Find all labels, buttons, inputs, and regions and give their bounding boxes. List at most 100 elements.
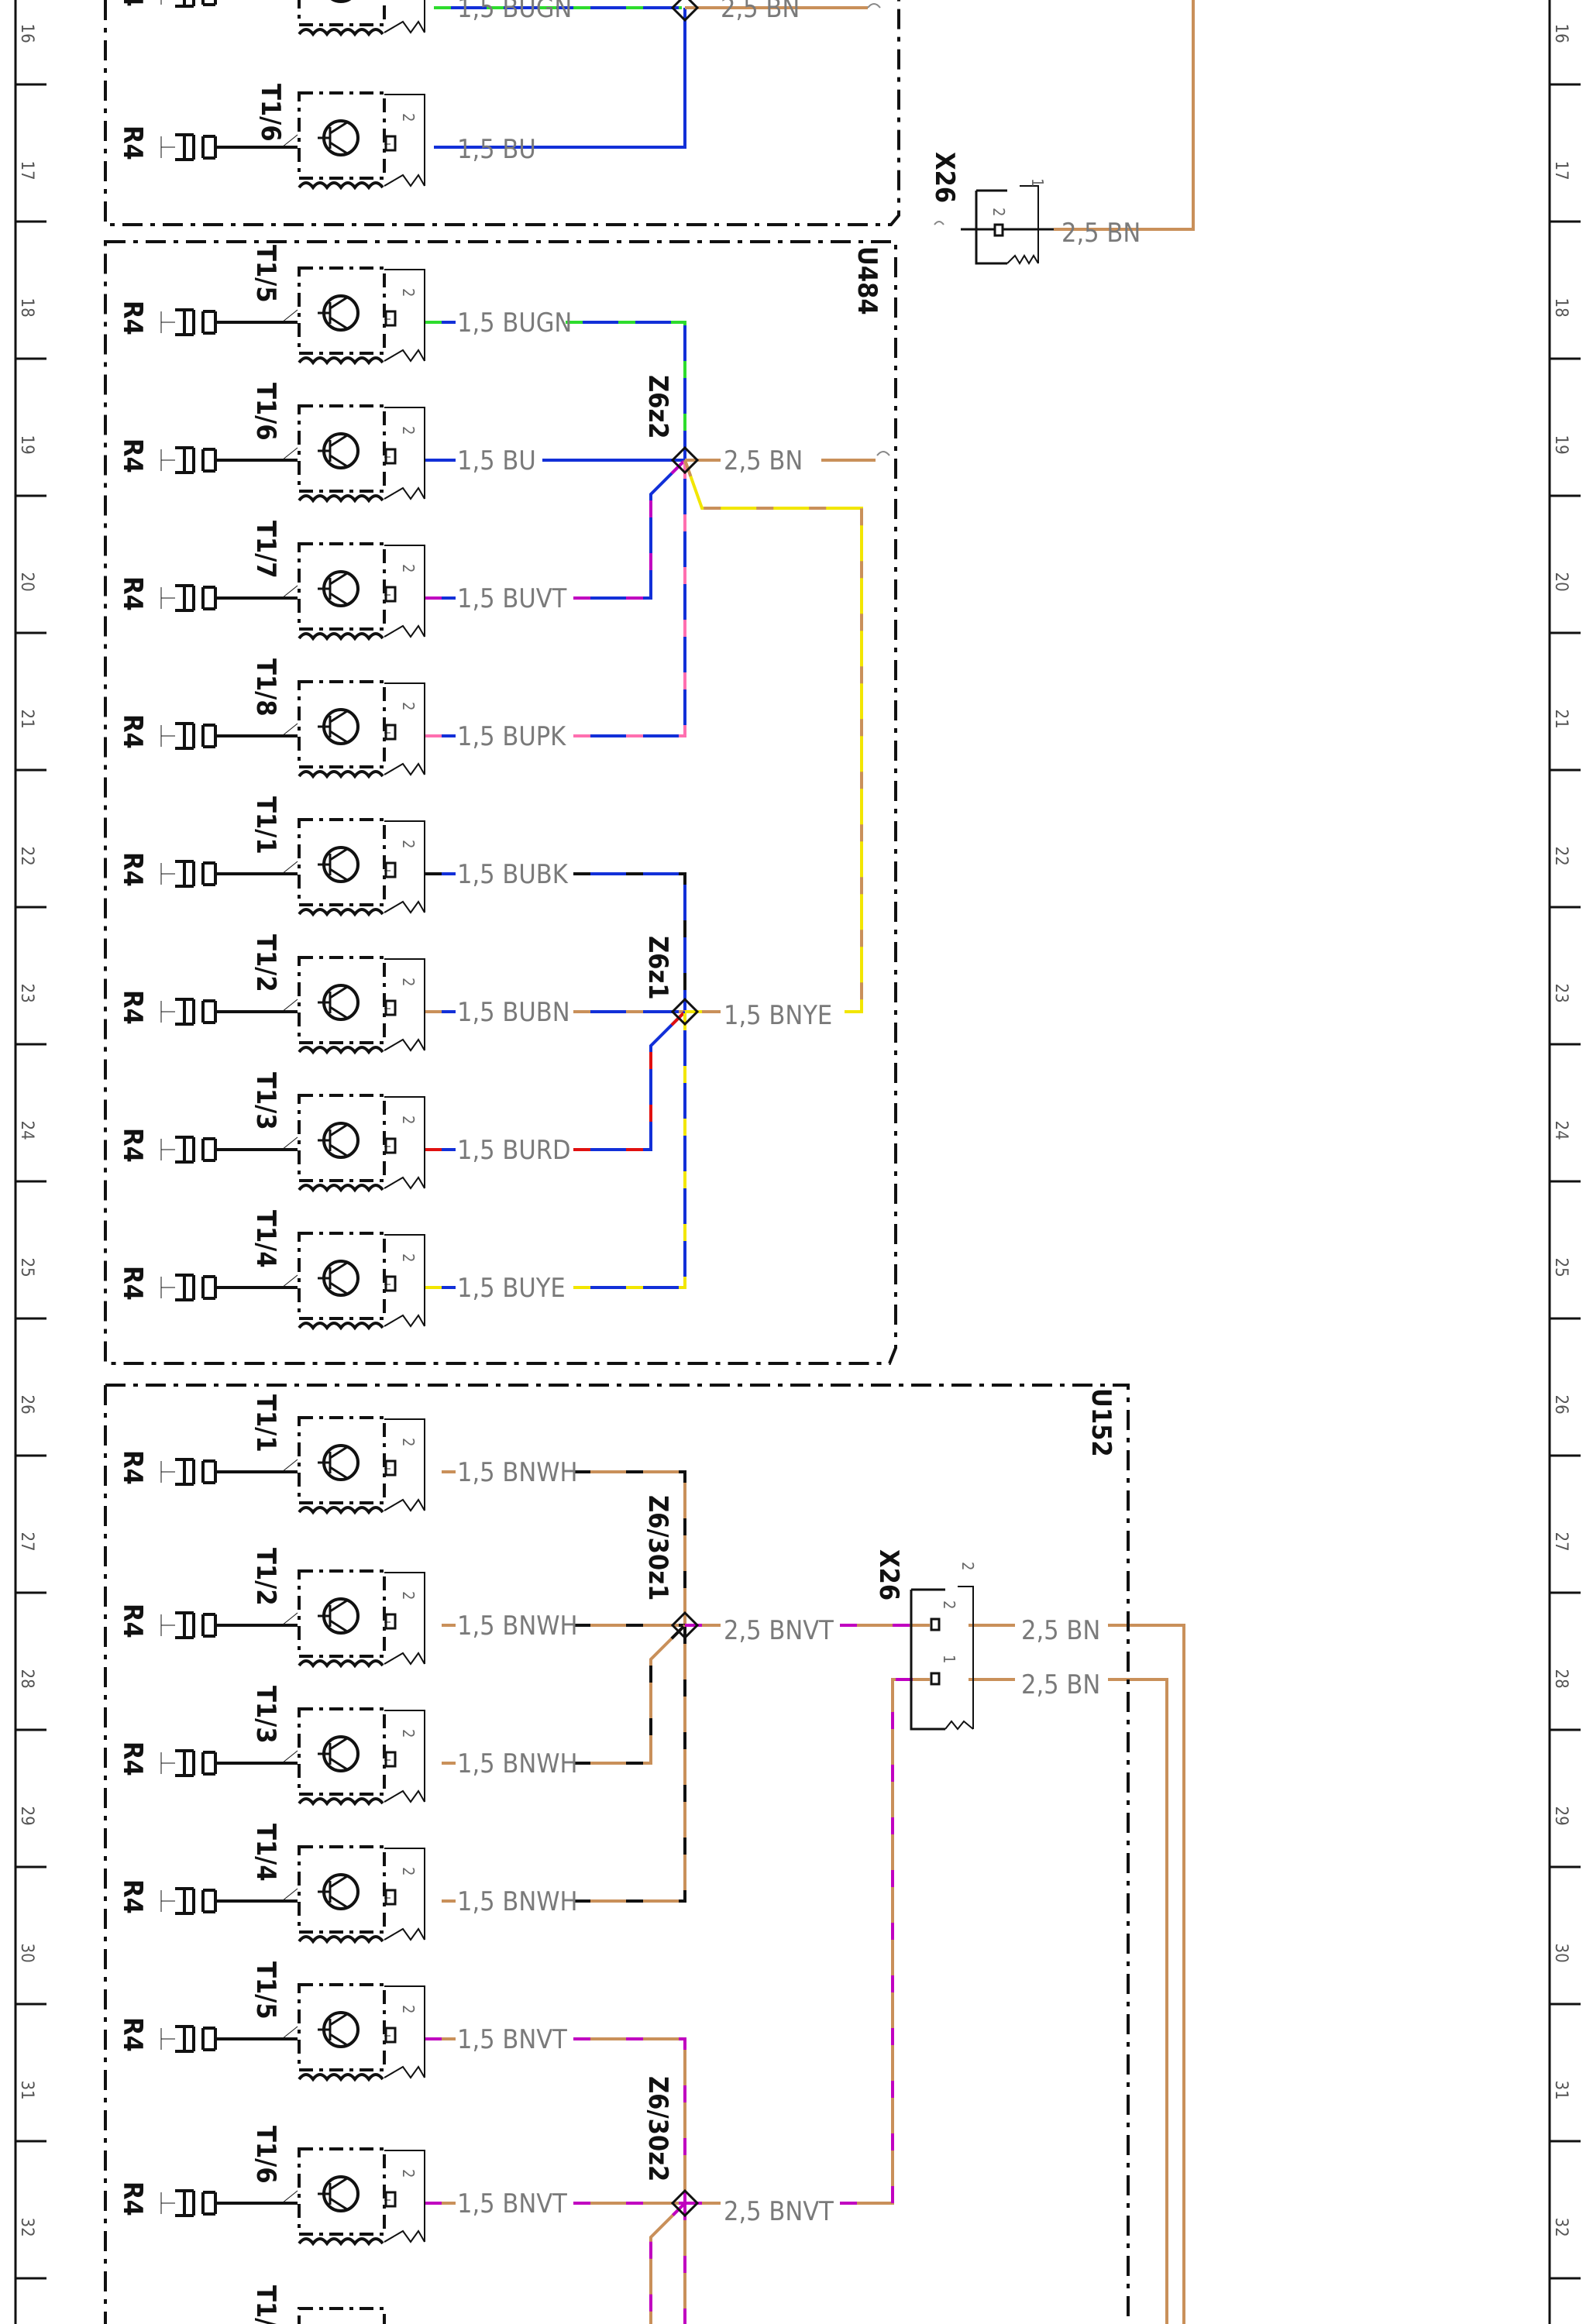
wire-label: 1,5 BU [457, 445, 536, 476]
pin-box [384, 94, 425, 187]
wire-label: 1,5 BNWH [457, 1886, 577, 1917]
connector-stub [160, 1890, 175, 1912]
lead [281, 999, 298, 1012]
pin-contact [384, 448, 397, 465]
row-number: 23 [1551, 984, 1571, 1003]
row-number: 19 [1551, 435, 1571, 455]
top-partial-labels: 1,5 BUGN 2,5 BN 1,5 BU T1/6 [255, 0, 800, 165]
component-id: T1/6 [250, 383, 281, 441]
wire [573, 459, 686, 600]
wire-break [934, 221, 944, 225]
connector-symbol [175, 308, 298, 336]
wire [573, 1624, 686, 1765]
component-ref: R4 [117, 1879, 148, 1914]
sensor-housing [298, 1983, 386, 2071]
connector-symbol [175, 446, 298, 474]
wire-label: 2,5 BNVT [724, 1615, 834, 1646]
splice-node [670, 2188, 700, 2218]
wire-label: 2,5 BNVT [724, 2196, 834, 2227]
sensor-housing [298, 266, 386, 355]
pin-box [384, 1985, 425, 2079]
row-number: 24 [1551, 1121, 1571, 1140]
lead [281, 447, 298, 461]
connector-stub [160, 587, 175, 609]
transistor-leads [318, 296, 348, 330]
wire-label: 2,5 BN [1021, 1669, 1100, 1700]
lead [281, 2026, 298, 2040]
pin-box [384, 0, 425, 34]
connector-symbol [175, 0, 217, 8]
component-id: T1/6 [250, 2126, 281, 2184]
wire-label: 1,5 BUPK [457, 721, 566, 752]
wire-base [573, 1010, 686, 1151]
component-ref: R4 [117, 714, 148, 749]
connector-body [1006, 185, 1039, 265]
transistor-leads [318, 1261, 348, 1295]
component-ref: R4 [117, 1450, 148, 1485]
row-number: 25 [17, 1258, 36, 1277]
wire-base [573, 1624, 686, 1765]
connector-stub [160, 136, 175, 158]
wire-label: 1,5 BUBK [457, 859, 569, 890]
wire-base [573, 459, 686, 600]
sensor-housing [298, 956, 386, 1044]
connector-symbol [175, 584, 298, 612]
row-number: 21 [1551, 710, 1571, 729]
wire [840, 1678, 930, 2205]
wavy-line [298, 1935, 384, 1944]
component-id: T1/1 [250, 1394, 281, 1452]
component-layer: R42R42R4T1/52R4T1/62R4T1/72R4T1/82R4T1/1… [117, 0, 1054, 2324]
wire-base [1054, 0, 1195, 231]
wire-stripe [573, 1625, 686, 1903]
pin-box [384, 2150, 425, 2243]
connector-symbol [175, 722, 298, 750]
pin-number: 2 [399, 840, 418, 848]
connector-stub [160, 1614, 175, 1636]
component-id: T1/5 [250, 1961, 281, 2020]
connector-outline [910, 1588, 945, 1731]
wire-label: 1,5 BNWH [457, 1611, 577, 1642]
connector-tag: X26 [929, 152, 960, 203]
lead [281, 1459, 298, 1473]
pin-box [384, 820, 425, 914]
splice-diamond [670, 445, 700, 475]
wire-stripe [840, 1678, 930, 2205]
wire-stripe [573, 2037, 686, 2203]
pin-contact [993, 223, 1004, 237]
transistor-leads [318, 1599, 348, 1633]
transistor-leads [318, 572, 348, 606]
component-id: T1/4 [250, 1210, 281, 1268]
wire-label: 1,5 BNVT [457, 2024, 567, 2055]
row-number: 16 [1551, 24, 1571, 43]
sensor-housing [298, 680, 386, 768]
wire [573, 1625, 686, 1903]
component-ref: R4 [117, 0, 148, 7]
wavy-line [298, 356, 384, 366]
pin-number: 1 [940, 1655, 958, 1663]
wire-break [876, 451, 890, 456]
splice-tag: Z6z2 [642, 375, 673, 439]
wire-stripe [573, 1624, 686, 1765]
transistor-leads [318, 1737, 348, 1771]
connector-stub [160, 0, 162, 5]
row-number: 19 [17, 435, 36, 455]
wire-label: 2,5 BN [724, 445, 803, 476]
pin-contact [930, 1618, 941, 1631]
pin-box [384, 1096, 425, 1190]
wire-stripe [566, 321, 686, 460]
pin-box [384, 545, 425, 638]
pin-number: 2 [399, 113, 418, 122]
splice-node [670, 445, 700, 475]
connector-stub [160, 1001, 175, 1023]
wire-label: 2,5 BN [1061, 218, 1141, 249]
pin-number: 2 [399, 426, 418, 435]
connector-stub [160, 449, 175, 471]
wire-stripe [573, 460, 686, 737]
